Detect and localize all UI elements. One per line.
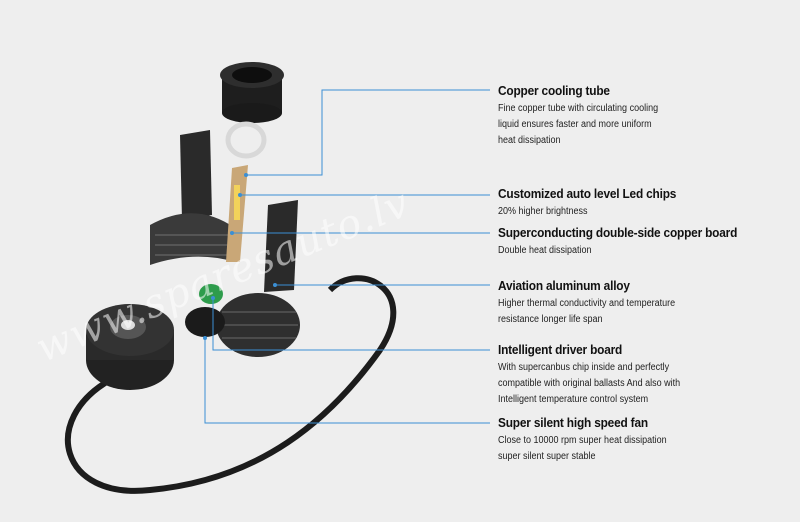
feature-title: Superconducting double-side copper board	[498, 226, 738, 240]
feature-silent-fan: Super silent high speed fan Close to 100…	[498, 416, 798, 465]
driver-board	[199, 284, 223, 304]
feature-title: Aviation aluminum alloy	[498, 279, 630, 293]
fan	[185, 307, 225, 337]
callout-dots	[203, 173, 277, 340]
adapter-ring	[220, 62, 284, 159]
feature-driver-board: Intelligent driver board With supercanbu…	[498, 343, 798, 408]
feature-text: compatible with original ballasts And al…	[498, 378, 681, 389]
feature-text: Higher thermal conductivity and temperat…	[498, 298, 676, 309]
callout-driver	[212, 298, 490, 351]
feature-copper-board: Superconducting double-side copper board…	[498, 226, 798, 259]
copper-tube	[226, 165, 248, 262]
feature-text: heat dissipation	[498, 135, 561, 146]
feature-text: liquid ensures faster and more uniform	[498, 119, 652, 130]
feature-aluminum-alloy: Aviation aluminum alloy Higher thermal c…	[498, 279, 798, 328]
feature-text: With supercanbus chip inside and perfect…	[498, 362, 670, 373]
cable	[65, 275, 397, 494]
feature-text: Intelligent temperature control system	[498, 394, 649, 405]
feature-title: Super silent high speed fan	[498, 416, 648, 430]
feature-title: Intelligent driver board	[498, 343, 623, 357]
feature-text: Fine copper tube with circulating coolin…	[498, 103, 659, 114]
feature-title: Customized auto level Led chips	[498, 187, 677, 201]
connector-base	[86, 304, 174, 390]
feature-text: super silent super stable	[498, 451, 596, 462]
callout-copper-tube	[246, 89, 490, 176]
feature-title: Copper cooling tube	[498, 84, 610, 98]
feature-text: resistance longer life span	[498, 314, 603, 325]
feature-text: Double heat dissipation	[498, 245, 592, 256]
feature-text: 20% higher brightness	[498, 206, 588, 217]
heatsink-left	[150, 130, 235, 265]
feature-text: Close to 10000 rpm super heat dissipatio…	[498, 435, 667, 446]
callout-lines	[204, 89, 490, 424]
feature-led-chips: Customized auto level Led chips 20% high…	[498, 187, 798, 220]
feature-copper-cooling-tube: Copper cooling tube Fine copper tube wit…	[498, 84, 798, 149]
heatsink-right	[216, 200, 300, 357]
callout-fan	[204, 338, 490, 424]
